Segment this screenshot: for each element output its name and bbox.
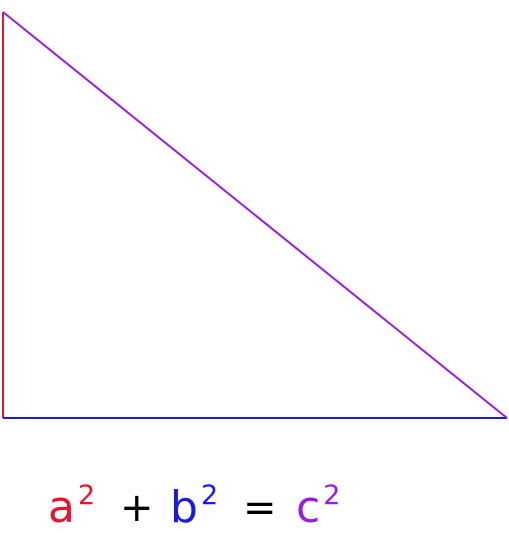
term-b-base: b (170, 482, 198, 533)
term-b-exponent: 2 (200, 480, 219, 511)
equals-sign: = (243, 485, 277, 531)
side-c-hypotenuse (2, 11, 508, 419)
right-triangle (2, 11, 508, 419)
term-c-base: c (296, 482, 321, 533)
term-a-exponent: 2 (77, 480, 96, 511)
plus-sign: + (120, 485, 154, 531)
term-c-exponent: 2 (323, 480, 341, 511)
term-a-base: a (48, 482, 75, 533)
